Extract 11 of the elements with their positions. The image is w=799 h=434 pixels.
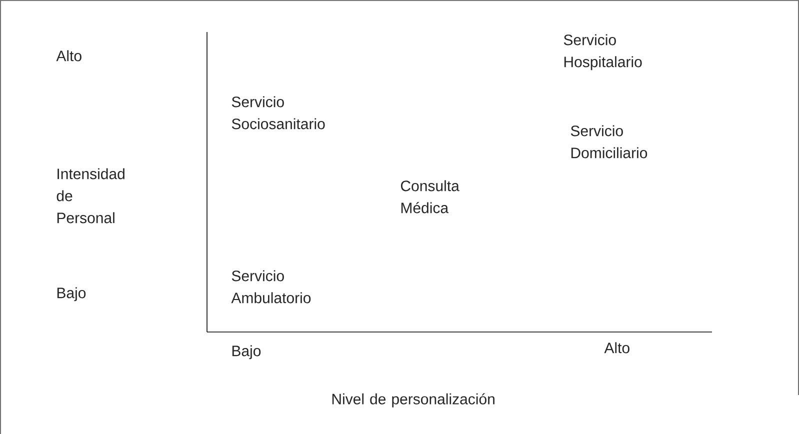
quadrant-label: Servicio Domiciliario (570, 125, 648, 158)
quadrant-label: Consulta Médica (400, 180, 460, 214)
axis-value-label: Alto (604, 342, 630, 354)
quadrant-label: Servicio Sociosanitario (232, 96, 325, 130)
axis-title: Intensidad de Personal (56, 168, 124, 224)
axis-value-label: Bajo (57, 287, 86, 302)
quadrant-label: Servicio Hospitalario (564, 34, 642, 70)
axis-value-label: Bajo (232, 345, 261, 360)
axis-value-label: Alto (56, 50, 82, 62)
axis-title: Nivel de personalización (332, 393, 494, 408)
quadrant-label: Servicio Ambulatorio (231, 270, 311, 304)
